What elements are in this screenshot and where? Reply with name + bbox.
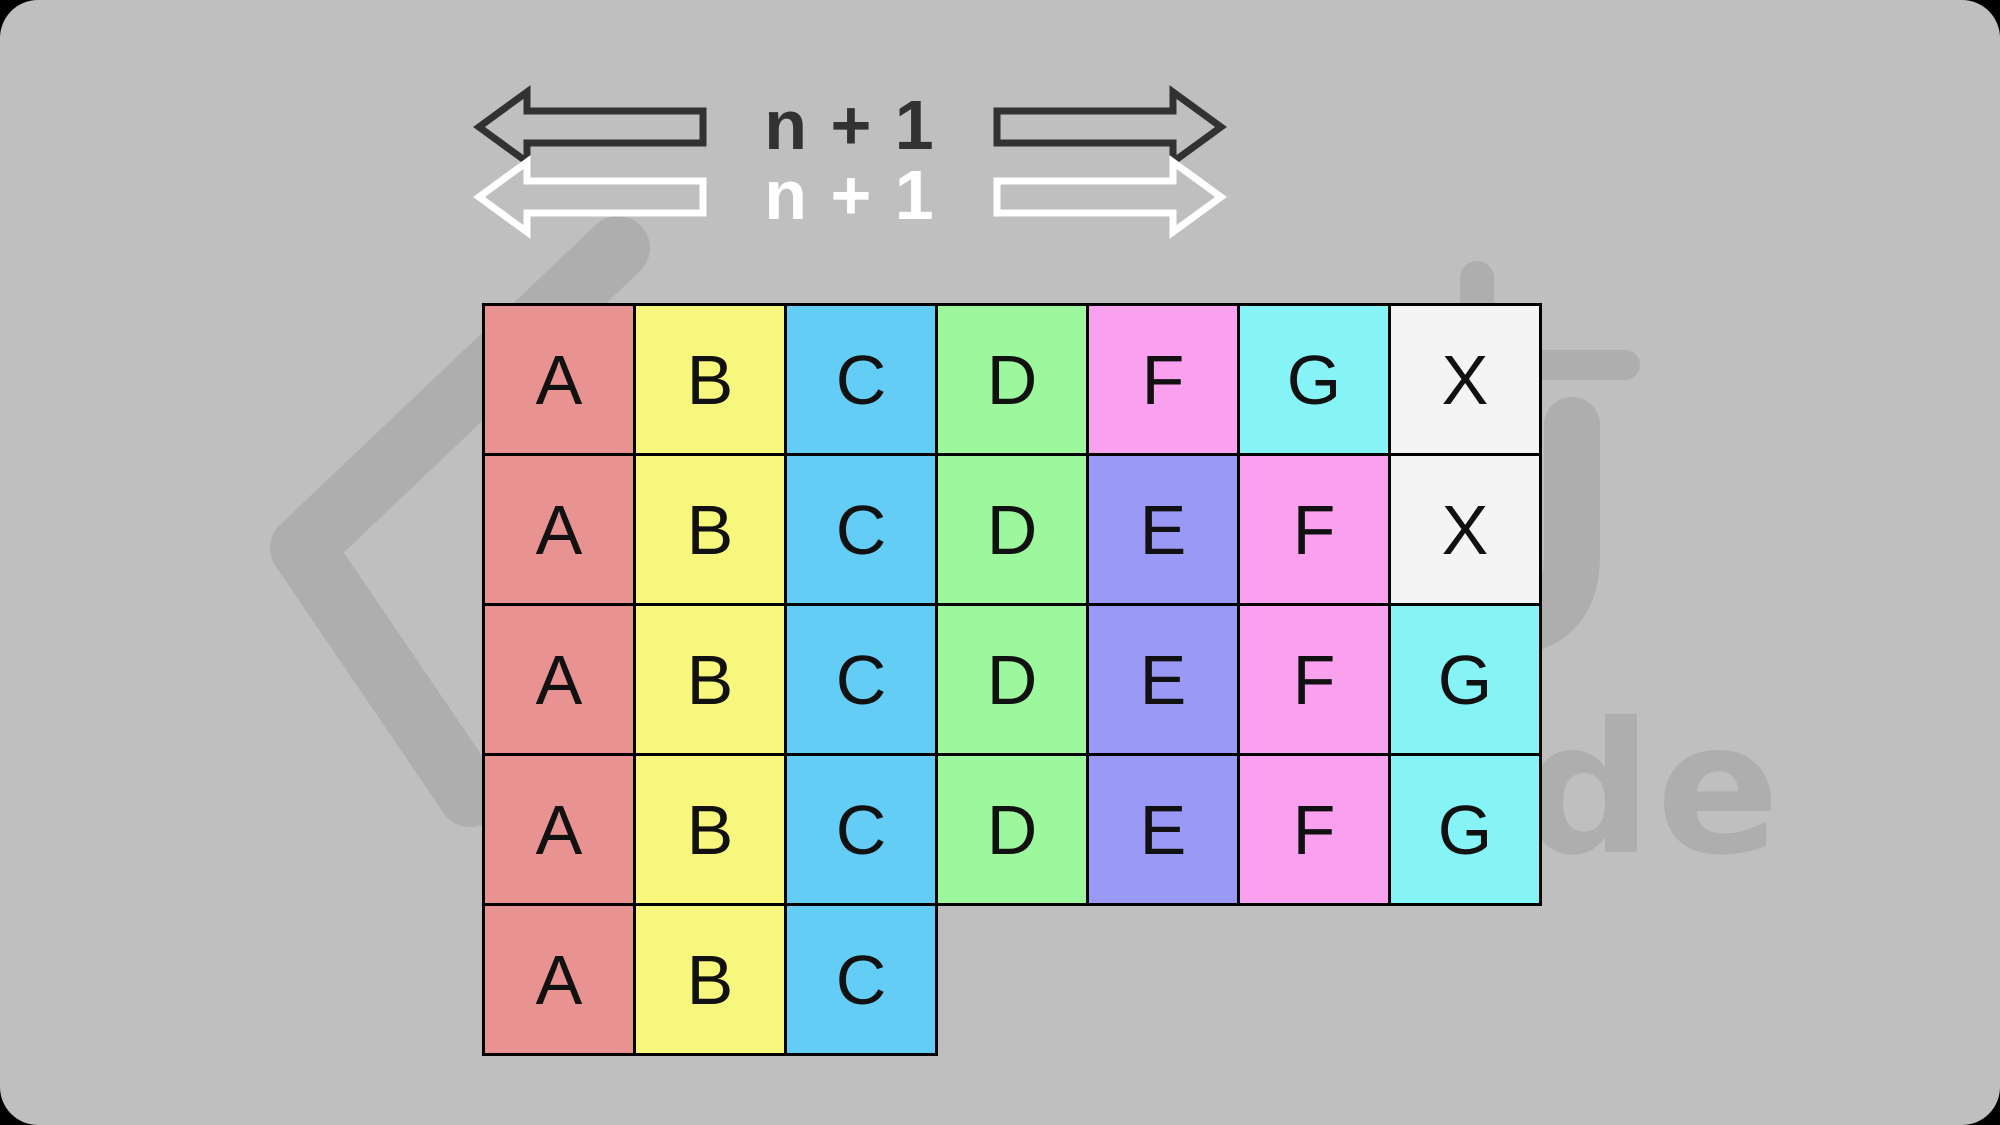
grid-cell: B — [633, 603, 787, 756]
grid-cell: B — [633, 303, 787, 456]
grid-row: A B C D E F G — [482, 603, 1542, 756]
grid-cell: F — [1237, 603, 1391, 756]
grid-cell: D — [935, 603, 1089, 756]
grid-cell: F — [1237, 453, 1391, 606]
grid-cell: A — [482, 903, 636, 1056]
grid-cell: E — [1086, 453, 1240, 606]
grid-cell: F — [1086, 303, 1240, 456]
grid-cell: B — [633, 903, 787, 1056]
arrow-left-light-icon — [473, 155, 707, 239]
grid-cell: A — [482, 603, 636, 756]
grid-cell: G — [1388, 753, 1542, 906]
grid-cell: C — [784, 303, 938, 456]
grid-cell: D — [935, 753, 1089, 906]
grid-row: A B C D F G X — [482, 303, 1542, 456]
grid-row: A B C D E F X — [482, 453, 1542, 606]
grid-row: A B C — [482, 903, 1541, 1056]
grid-cell: X — [1388, 453, 1542, 606]
grid-cell: C — [784, 903, 938, 1056]
grid-cell: C — [784, 753, 938, 906]
grid-cell: E — [1086, 753, 1240, 906]
grid-cell: C — [784, 603, 938, 756]
grid-cell: A — [482, 303, 636, 456]
grid-cell: D — [935, 453, 1089, 606]
watermark-text: de — [1522, 683, 1784, 895]
grid-cell: G — [1237, 303, 1391, 456]
grid-cell: X — [1388, 303, 1542, 456]
arrow-right-dark-icon — [993, 85, 1227, 169]
grid-cell: D — [935, 303, 1089, 456]
gap-label-bottom: n + 1 — [764, 156, 936, 234]
state-grid: A B C D F G X A B C D E F X A B C D E F … — [482, 303, 1542, 1056]
arrow-right-light-icon — [993, 155, 1227, 239]
arrow-left-dark-icon — [473, 85, 707, 169]
grid-cell: B — [633, 453, 787, 606]
grid-row: A B C D E F G — [482, 753, 1542, 906]
grid-cell: A — [482, 453, 636, 606]
grid-cell: G — [1388, 603, 1542, 756]
gap-label-top: n + 1 — [764, 86, 936, 164]
grid-cell: F — [1237, 753, 1391, 906]
grid-cell: B — [633, 753, 787, 906]
grid-cell: E — [1086, 603, 1240, 756]
grid-cell: A — [482, 753, 636, 906]
grid-cell: C — [784, 453, 938, 606]
